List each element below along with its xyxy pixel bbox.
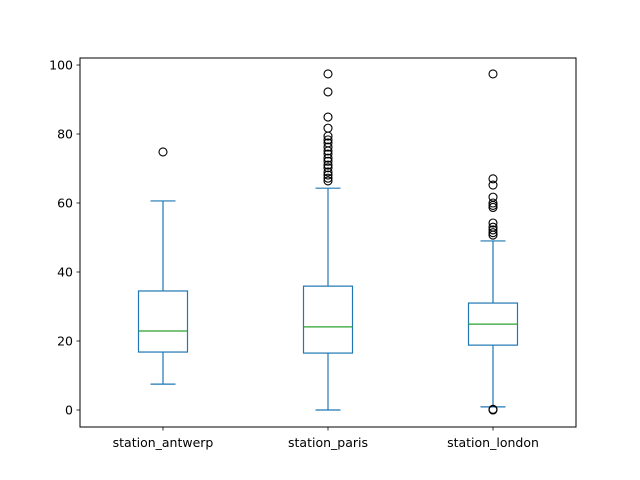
- x-tick-label: station_paris: [288, 435, 368, 450]
- y-tick-label: 40: [57, 265, 73, 280]
- y-tick-label: 100: [49, 58, 73, 73]
- iqr-box: [302, 285, 354, 354]
- outlier-marker: [323, 131, 333, 141]
- outlier-marker: [488, 228, 498, 238]
- outlier-marker: [323, 167, 333, 177]
- outlier-marker: [323, 135, 333, 145]
- box-station_antwerp: [137, 147, 189, 385]
- outlier-marker: [488, 230, 498, 240]
- outlier-marker: [323, 87, 333, 97]
- outlier-marker: [323, 112, 333, 122]
- outlier-marker: [323, 170, 333, 180]
- outlier-marker: [323, 156, 333, 166]
- outlier-marker: [323, 149, 333, 159]
- outlier-marker: [488, 202, 498, 213]
- y-tick-label: 60: [57, 196, 73, 211]
- outlier-marker: [323, 146, 333, 156]
- outlier-marker: [488, 69, 498, 79]
- iqr-box: [137, 290, 189, 353]
- outlier-marker: [488, 180, 498, 190]
- plot-area: [137, 69, 519, 415]
- outlier-marker: [323, 163, 333, 173]
- y-tick-label: 20: [57, 334, 73, 349]
- outlier-marker: [323, 123, 333, 133]
- outlier-marker: [488, 218, 498, 228]
- y-axis: 0 20 40 60 80 100: [49, 58, 80, 418]
- outlier-marker: [488, 198, 498, 208]
- outlier-marker: [323, 153, 333, 163]
- x-tick-label: station_antwerp: [113, 435, 214, 450]
- box-station_paris: [302, 69, 354, 411]
- outlier-marker: [323, 173, 333, 183]
- outlier-marker: [158, 147, 168, 157]
- y-tick-label: 0: [65, 403, 73, 418]
- y-tick-label: 80: [57, 127, 73, 142]
- x-axis: station_antwerp station_paris station_lond…: [113, 427, 539, 450]
- outlier-marker: [323, 69, 333, 79]
- outlier-marker: [488, 174, 498, 184]
- box-station_london: [467, 69, 519, 415]
- x-tick-label: station_london: [447, 435, 539, 450]
- outlier-marker: [323, 176, 333, 186]
- outlier-marker: [323, 160, 333, 170]
- outlier-marker: [323, 142, 333, 152]
- outlier-marker: [488, 405, 498, 415]
- outlier-marker: [488, 225, 498, 235]
